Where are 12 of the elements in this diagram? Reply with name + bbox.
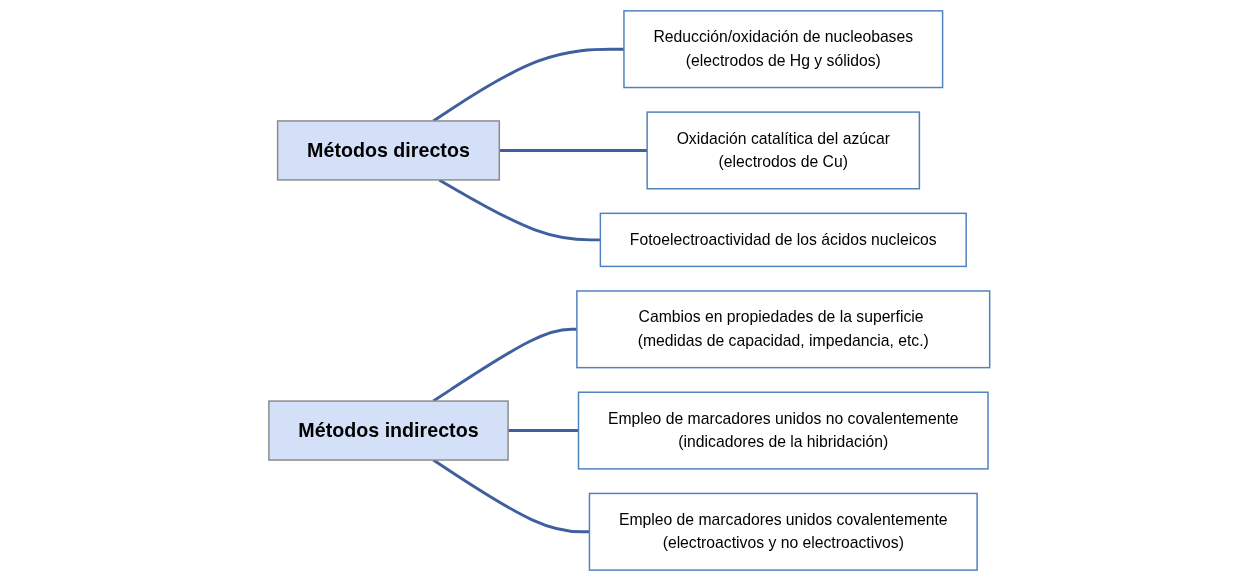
connector [507, 429, 579, 433]
node-box: Reducción/oxidación de nucleobases (electrodos de Hg y sólidos) [622, 10, 944, 89]
node-box: Fotoelectroactividad de los ácidos nucleicos [599, 212, 967, 268]
connector [432, 327, 577, 403]
connector [499, 148, 647, 152]
node-box: Empleo de marcadores unidos covalentemente (electroactivos y no electroactivos) [588, 492, 978, 571]
connector [438, 178, 601, 242]
node-box: Métodos indirectos [267, 400, 509, 461]
node-box: Métodos directos [276, 120, 500, 181]
node-box: Oxidación catalítica del azúcar (electrodos de Cu) [646, 111, 920, 190]
node-box: Empleo de marcadores unidos no covalentemente (indicadores de la hibridación) [577, 391, 989, 470]
node-box: Cambios en propiedades de la superficie (medidas de capacidad, impedancia, etc.) [575, 290, 991, 369]
